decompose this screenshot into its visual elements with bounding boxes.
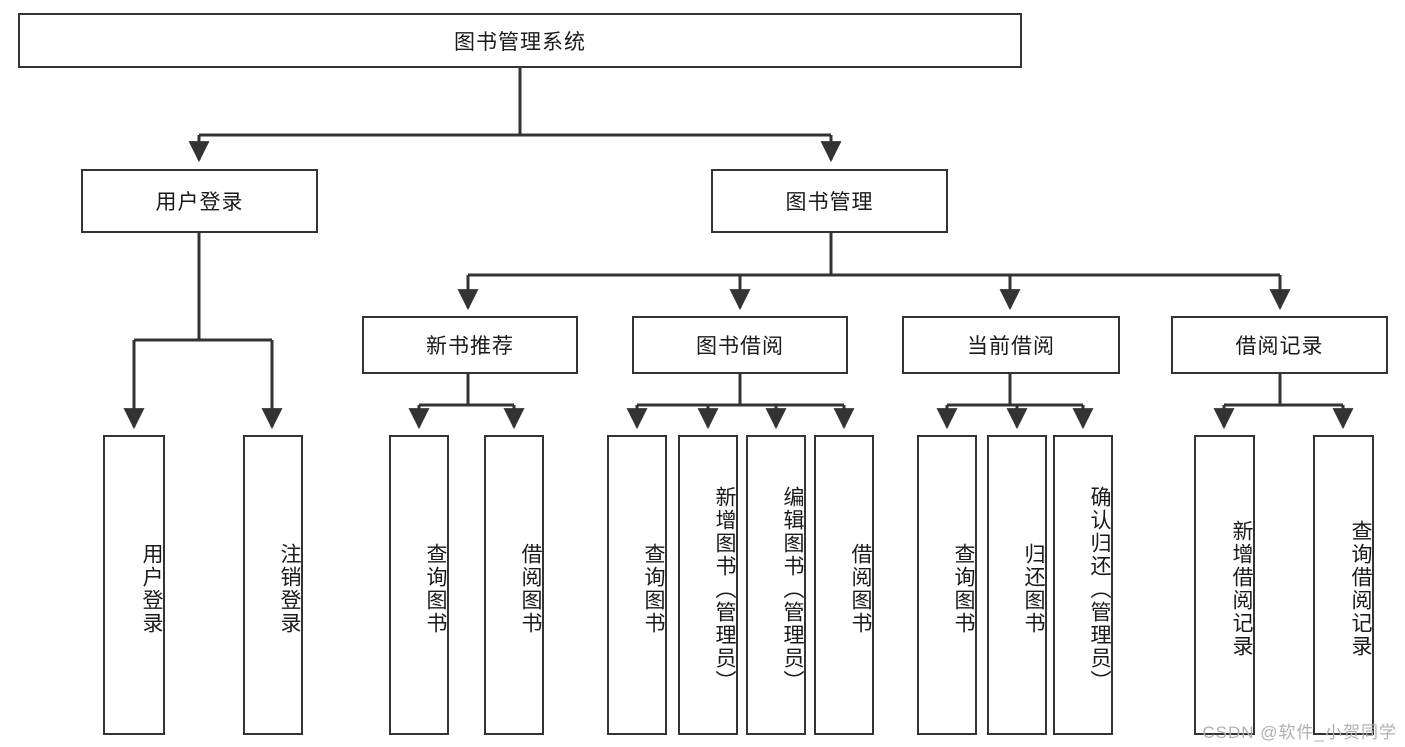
node-leaf-query-book-3[interactable]: 查询图书 [917,435,977,735]
node-leaf-user-login-label: 用户登录 [140,543,163,635]
node-borrow-record-label: 借阅记录 [1235,335,1324,358]
node-leaf-add-record-label: 新增借阅记录 [1230,520,1253,658]
node-leaf-query-book-3-label: 查询图书 [952,543,975,635]
node-book-borrow[interactable]: 图书借阅 [632,316,848,374]
watermark-text: CSDN @软件_小贺同学 [1202,723,1397,742]
node-new-book-recommend-label: 新书推荐 [426,335,514,358]
node-leaf-borrow-book-1[interactable]: 借阅图书 [484,435,544,735]
node-user-login-label: 用户登录 [155,191,244,214]
node-leaf-query-book-1-label: 查询图书 [424,543,447,635]
node-current-borrow-label: 当前借阅 [967,335,1055,358]
node-leaf-query-record-label: 查询借阅记录 [1349,520,1372,658]
node-new-book-recommend[interactable]: 新书推荐 [362,316,578,374]
node-leaf-logout[interactable]: 注销登录 [243,435,303,735]
node-user-login[interactable]: 用户登录 [81,169,318,233]
node-leaf-user-login[interactable]: 用户登录 [103,435,165,735]
node-leaf-borrow-book-2-label: 借阅图书 [849,543,872,635]
node-leaf-add-record[interactable]: 新增借阅记录 [1194,435,1255,735]
node-leaf-edit-book-label: 编辑图书（管理员） [781,485,804,693]
node-book-manage[interactable]: 图书管理 [711,169,948,233]
node-leaf-query-book-2[interactable]: 查询图书 [607,435,667,735]
node-leaf-borrow-book-2[interactable]: 借阅图书 [814,435,874,735]
node-leaf-query-record[interactable]: 查询借阅记录 [1313,435,1374,735]
node-leaf-query-book-1[interactable]: 查询图书 [389,435,449,735]
node-leaf-logout-label: 注销登录 [278,543,301,635]
node-book-borrow-label: 图书借阅 [696,335,784,358]
node-root-label: 图书管理系统 [454,30,586,54]
node-current-borrow[interactable]: 当前借阅 [902,316,1120,374]
node-leaf-return-book-label: 归还图书 [1022,543,1045,635]
node-borrow-record[interactable]: 借阅记录 [1171,316,1388,374]
node-leaf-return-book[interactable]: 归还图书 [987,435,1047,735]
node-leaf-confirm-return-label: 确认归还（管理员） [1088,485,1111,693]
node-leaf-query-book-2-label: 查询图书 [642,543,665,635]
node-root[interactable]: 图书管理系统 [18,13,1022,68]
node-book-manage-label: 图书管理 [785,191,874,214]
node-leaf-confirm-return[interactable]: 确认归还（管理员） [1053,435,1113,735]
node-leaf-add-book[interactable]: 新增图书（管理员） [678,435,738,735]
node-leaf-borrow-book-1-label: 借阅图书 [519,543,542,635]
node-leaf-edit-book[interactable]: 编辑图书（管理员） [746,435,806,735]
node-leaf-add-book-label: 新增图书（管理员） [713,485,736,693]
